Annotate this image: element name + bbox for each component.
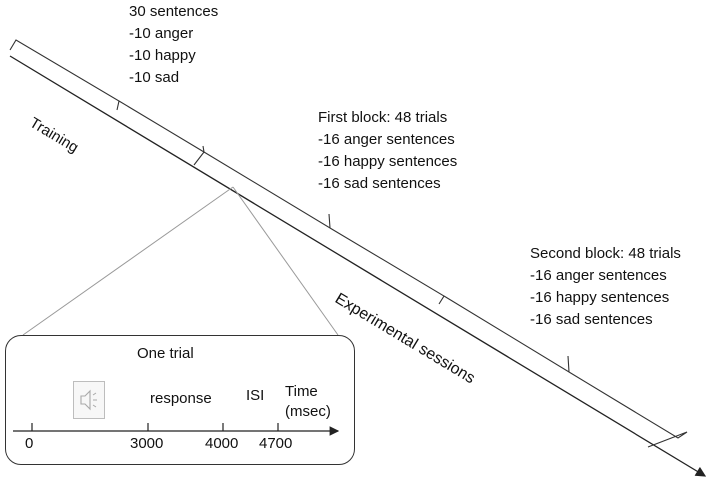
zoom-line-right: [232, 186, 339, 336]
second-block-line: Second block: 48 trials: [530, 245, 681, 262]
second-block-line: -16 anger sentences: [530, 267, 667, 284]
tick-label-3000: 3000: [130, 435, 164, 452]
experimental-brace: [193, 151, 688, 448]
first-block-line: -16 happy sentences: [318, 153, 458, 170]
second-block-info: Second block: 48 trials -16 anger senten…: [530, 243, 681, 331]
time-label: Time: [285, 383, 318, 400]
zoom-line-left: [22, 186, 234, 336]
main-timeline-arrow: [9, 55, 707, 477]
tick-label-4000: 4000: [205, 435, 239, 452]
isi-label: ISI: [246, 387, 265, 404]
first-block-line: First block: 48 trials: [318, 109, 448, 126]
tick-label-4700: 4700: [259, 435, 293, 452]
time-unit-label: (msec): [285, 403, 331, 420]
training-stimuli-line: -10 anger: [129, 25, 194, 42]
first-block-line: -16 anger sentences: [318, 131, 455, 148]
second-block-line: -16 happy sentences: [530, 289, 670, 306]
training-stimuli-line: -10 sad: [129, 69, 180, 86]
training-stimuli: 30 sentences -10 anger -10 happy -10 sad: [129, 1, 218, 89]
first-block-info: First block: 48 trials -16 anger sentenc…: [318, 107, 457, 195]
tick-label-0: 0: [25, 435, 34, 452]
speaker-icon: [73, 381, 105, 419]
second-block-line: -16 sad sentences: [530, 311, 653, 328]
training-stimuli-line: -10 happy: [129, 47, 196, 64]
one-trial-title: One trial: [137, 345, 194, 362]
training-stimuli-line: 30 sentences: [129, 3, 219, 20]
one-trial-panel: [5, 335, 355, 465]
response-label: response: [150, 390, 212, 407]
first-block-line: -16 sad sentences: [318, 175, 441, 192]
